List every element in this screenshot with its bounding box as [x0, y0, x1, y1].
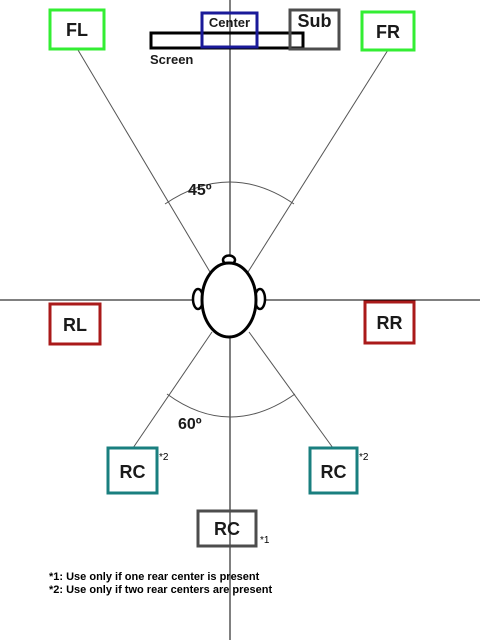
sub-speaker-box — [288, 8, 341, 51]
fr-line — [247, 49, 389, 273]
rc-single-speaker-box — [196, 509, 258, 548]
rear-angle-arc — [166, 393, 296, 418]
fr-speaker-label: FR — [376, 22, 400, 42]
rc-left-line — [132, 331, 213, 449]
fr-speaker-box — [360, 10, 416, 52]
rc-left-speaker-label: RC — [120, 462, 146, 482]
fl-line — [77, 49, 211, 273]
fl-speaker-box — [48, 8, 106, 51]
sub-speaker-label: Sub — [298, 11, 332, 31]
screen-label: Screen — [150, 52, 193, 67]
rc-single-footnote-mark: *1 — [260, 535, 270, 546]
listener-head-icon — [191, 254, 267, 339]
rr-speaker-box — [363, 300, 416, 345]
rl-speaker-label: RL — [63, 315, 87, 335]
footnote-1: *1: Use only if one rear center is prese… — [49, 571, 260, 583]
front-angle-arc — [164, 181, 295, 205]
front-angle-label: 45º — [188, 182, 212, 199]
rc-right-speaker-label: RC — [321, 462, 347, 482]
rc-right-speaker-box — [308, 446, 359, 495]
rc-single-speaker-label: RC — [214, 519, 240, 539]
rc-left-speaker-box — [106, 446, 159, 495]
rc-right-footnote-mark: *2 — [359, 452, 369, 463]
rc-left-footnote-mark: *2 — [159, 452, 169, 463]
rc-right-line — [248, 331, 334, 449]
center-speaker-box — [200, 11, 259, 49]
footnote-2: *2: Use only if two rear centers are pre… — [49, 584, 272, 596]
center-speaker-label: Center — [209, 15, 250, 30]
rr-speaker-label: RR — [377, 313, 403, 333]
rear-angle-label: 60º — [178, 416, 202, 433]
rl-speaker-box — [48, 302, 102, 346]
fl-speaker-label: FL — [66, 20, 88, 40]
